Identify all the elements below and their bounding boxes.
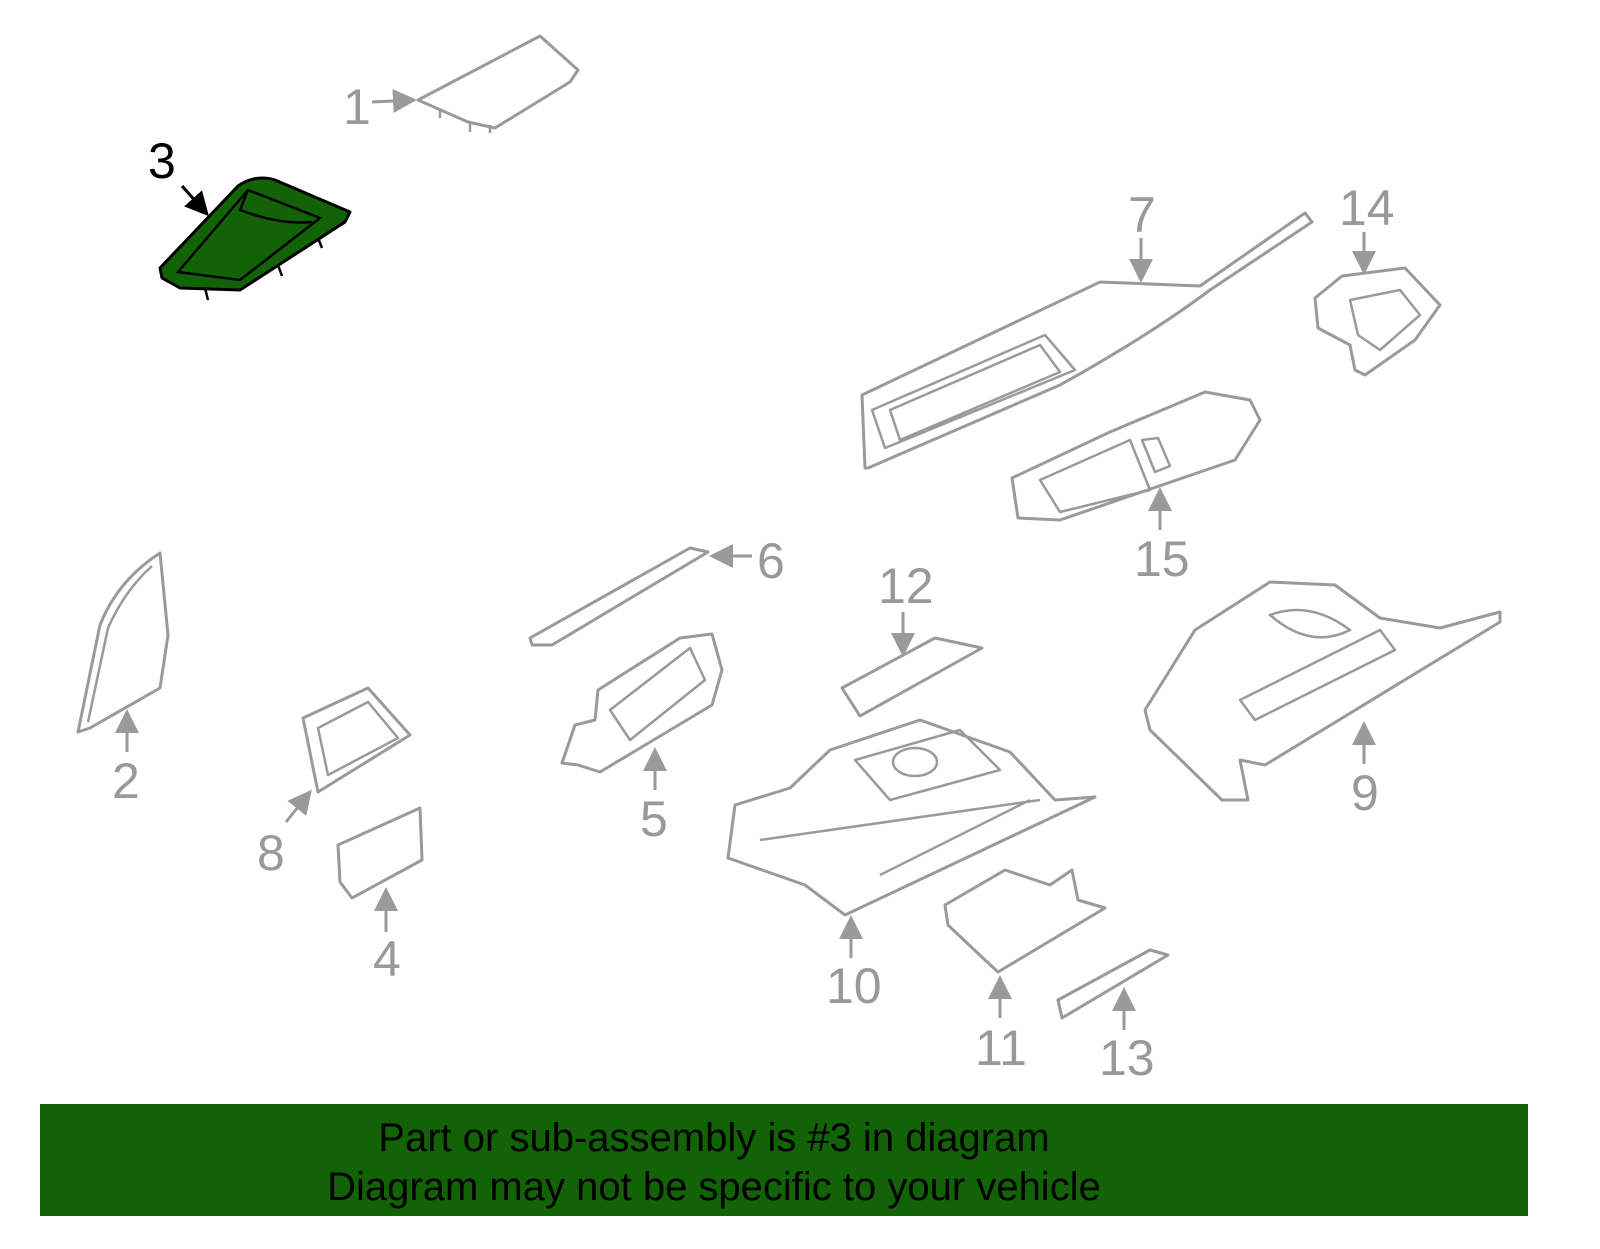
part-15[interactable] (1010, 390, 1262, 522)
svg-text:8: 8 (257, 825, 285, 881)
callout-3[interactable]: 3 (148, 133, 209, 217)
part-9[interactable] (1143, 580, 1502, 802)
svg-text:2: 2 (112, 753, 140, 809)
callout-1[interactable]: 1 (343, 79, 417, 135)
svg-text:5: 5 (640, 791, 668, 847)
svg-text:14: 14 (1339, 180, 1395, 236)
svg-text:3: 3 (148, 133, 176, 189)
callout-9[interactable]: 9 (1351, 721, 1379, 821)
svg-text:4: 4 (373, 931, 401, 987)
svg-text:15: 15 (1134, 531, 1190, 587)
part-8[interactable] (301, 686, 412, 794)
callout-14[interactable]: 14 (1339, 180, 1395, 275)
part-5[interactable] (560, 632, 724, 774)
callout-15[interactable]: 15 (1134, 487, 1190, 587)
banner-line-1: Part or sub-assembly is #3 in diagram (378, 1116, 1050, 1160)
svg-text:10: 10 (826, 958, 882, 1014)
part-3-highlighted[interactable] (158, 176, 352, 301)
part-13[interactable] (1056, 948, 1170, 1020)
callout-7[interactable]: 7 (1128, 187, 1156, 283)
callout-6[interactable]: 6 (709, 533, 785, 589)
svg-text:13: 13 (1099, 1030, 1155, 1086)
svg-text:1: 1 (343, 79, 371, 135)
part-7[interactable] (860, 211, 1314, 470)
svg-text:6: 6 (757, 533, 785, 589)
callout-10[interactable]: 10 (826, 915, 882, 1014)
part-11[interactable] (943, 868, 1107, 974)
part-12[interactable] (840, 636, 984, 718)
banner-line-2: Diagram may not be specific to your vehi… (327, 1165, 1101, 1209)
part-1[interactable] (416, 34, 580, 133)
part-4[interactable] (336, 806, 424, 900)
svg-text:12: 12 (878, 558, 934, 614)
svg-text:9: 9 (1351, 765, 1379, 821)
callout-13[interactable]: 13 (1099, 987, 1155, 1086)
callout-8[interactable]: 8 (257, 789, 312, 881)
part-14[interactable] (1313, 266, 1442, 377)
svg-text:11: 11 (975, 1020, 1027, 1076)
part-10[interactable] (726, 718, 1097, 917)
callout-11[interactable]: 11 (975, 975, 1027, 1076)
callout-4[interactable]: 4 (373, 887, 401, 987)
info-banner: Part or sub-assembly is #3 in diagram Di… (40, 1104, 1528, 1216)
callout-2[interactable]: 2 (112, 709, 140, 809)
part-6[interactable] (528, 546, 710, 647)
part-2[interactable] (76, 551, 170, 734)
svg-text:7: 7 (1128, 187, 1156, 243)
callout-5[interactable]: 5 (640, 747, 668, 847)
callout-12[interactable]: 12 (878, 558, 934, 657)
